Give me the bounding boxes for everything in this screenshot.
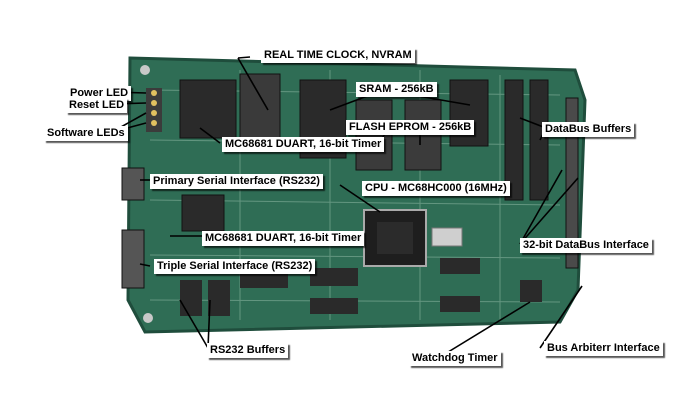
label-reset-led: Reset LED xyxy=(66,98,128,113)
led-strip xyxy=(146,88,162,132)
flash-chip-1 xyxy=(355,99,393,171)
primary-serial-connector xyxy=(121,167,145,201)
duart-bottom-chip xyxy=(181,194,225,232)
label-duart-top: MC68681 DUART, 16-bit Timer xyxy=(222,137,385,152)
oscillator xyxy=(431,227,463,247)
label-power-led: Power LED xyxy=(67,86,132,101)
label-duart-bottom: MC68681 DUART, 16-bit Timer xyxy=(202,231,365,246)
rs232-buffer-chip xyxy=(208,280,230,316)
label-triple-serial: Triple Serial Interface (RS232) xyxy=(154,259,316,274)
rtc-chip xyxy=(179,79,237,139)
rs232-buffer-chip xyxy=(180,280,202,316)
cpu-die xyxy=(377,222,413,254)
triple-serial-connector xyxy=(121,229,145,289)
mount-hole xyxy=(140,65,150,75)
watchdog-chip xyxy=(520,280,542,302)
label-primary-serial: Primary Serial Interface (RS232) xyxy=(150,174,323,189)
rtc-socket xyxy=(239,73,281,147)
sram-chip-2 xyxy=(449,79,489,147)
logic-chip xyxy=(310,298,358,314)
logic-chip xyxy=(240,270,288,288)
label-databus-interface: 32-bit DataBus Interface xyxy=(520,238,652,253)
logic-chip xyxy=(440,258,480,274)
databus-connector xyxy=(565,97,579,269)
label-rtc-nvram: REAL TIME CLOCK, NVRAM xyxy=(261,48,415,63)
flash-chip-2 xyxy=(404,99,442,171)
label-software-leds: Software LEDs xyxy=(44,126,128,141)
label-databus-buffers: DataBus Buffers xyxy=(542,122,635,137)
label-rs232-buffers: RS232 Buffers xyxy=(207,343,289,358)
logic-chip xyxy=(440,296,480,312)
label-flash-eprom: FLASH EPROM - 256kB xyxy=(346,120,475,135)
label-sram: SRAM - 256kB xyxy=(356,82,437,97)
buffer-chip-1 xyxy=(504,79,524,201)
label-watchdog-timer: Watchdog Timer xyxy=(409,351,501,366)
mount-hole xyxy=(143,313,153,323)
logic-chip xyxy=(310,268,358,286)
label-cpu: CPU - MC68HC000 (16MHz) xyxy=(362,181,510,196)
label-bus-arbiter-interface: Bus Arbiterr Interface xyxy=(544,341,663,356)
buffer-chip-2 xyxy=(529,79,549,201)
